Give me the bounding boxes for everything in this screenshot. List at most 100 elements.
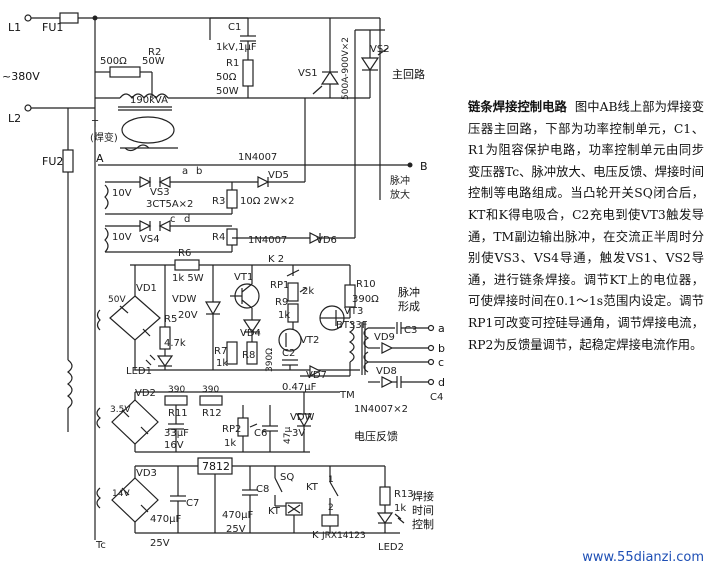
secondary-10v-b <box>104 227 109 253</box>
caption-title: 链条焊接控制电路 <box>468 99 567 114</box>
cam-switch-sq[interactable] <box>274 477 283 493</box>
label-bt33f: BT33F <box>336 320 368 331</box>
zener-vdw <box>204 301 222 316</box>
resistor-r3 <box>226 189 238 209</box>
label-10v-b: 10V <box>112 232 132 243</box>
resistor-r8 <box>246 341 258 365</box>
label-weld-transformer: (焊变) <box>90 131 118 144</box>
terminal-l1 <box>24 14 32 22</box>
label-vt1: VT1 <box>234 272 253 283</box>
label-vdw2: VDW <box>290 412 315 423</box>
thyristor-vs4-b <box>158 220 171 232</box>
label-voltage-feedback: 电压反馈 <box>354 430 398 443</box>
label-380v: ~380V <box>2 70 40 83</box>
label-main-loop: 主回路 <box>392 68 425 81</box>
label-vt3: VT3 <box>344 306 363 317</box>
transformer-primary-coil <box>119 93 169 99</box>
label-pulse-amp-1: 脉冲 <box>390 174 410 187</box>
label-10v-a: 10V <box>112 188 132 199</box>
label-1n4007x2: 1N4007×2 <box>354 404 408 415</box>
kt-contact <box>329 481 339 497</box>
diode-vd7 <box>309 365 322 377</box>
label-pulse-form-2: 形成 <box>398 300 420 313</box>
resistor-r7 <box>226 341 238 365</box>
voltage-feedback <box>96 391 340 453</box>
label-out-a: a <box>438 322 445 335</box>
led2-icon <box>376 512 394 525</box>
thyristor-vs1 <box>320 70 340 85</box>
label-vd5: VD5 <box>268 170 289 181</box>
label-3-5v: 3.5V <box>110 405 131 415</box>
label-l2: L2 <box>8 112 21 125</box>
label-k: K <box>312 530 319 541</box>
label-3ct5a: 3CT5A×2 <box>146 199 193 210</box>
weld-electrode-icon <box>121 116 175 144</box>
label-vdw: VDW <box>172 294 197 305</box>
resistor-r12 <box>199 395 223 406</box>
label-kt-contact: KT <box>306 482 319 493</box>
label-vs2: VS2 <box>370 44 390 55</box>
label-a: A <box>96 152 104 165</box>
label-weld-3: 控制 <box>412 517 434 531</box>
label-r3-val: 10Ω 2W×2 <box>240 196 295 207</box>
label-390-b: 390 <box>202 385 219 395</box>
label-r10-val: 390Ω <box>352 294 379 305</box>
label-7812: 7812 <box>202 460 230 473</box>
label-16v: 16V <box>164 440 184 451</box>
thyristor-vs4-a <box>139 220 152 232</box>
output-terminal-b <box>427 344 435 352</box>
output-terminal-d <box>427 378 435 386</box>
label-vs4: VS4 <box>140 234 160 245</box>
label-r12: R12 <box>202 408 222 419</box>
label-r1-ohm: 50Ω <box>216 72 237 83</box>
label-pulse-amp-2: 放大 <box>390 188 410 201</box>
diode-vd4 <box>242 319 262 334</box>
diode-vd6 <box>309 232 322 244</box>
label-c8: C8 <box>256 484 269 495</box>
label-r8: R8 <box>242 350 255 361</box>
label-c4: C4 <box>430 392 443 403</box>
label-ta: a <box>182 166 188 177</box>
label-c1: C1 <box>228 22 241 33</box>
transistor-vt2 <box>278 328 302 352</box>
label-r11: R11 <box>168 408 188 419</box>
label-r9: R9 <box>275 297 288 308</box>
label-r5-val: 4.7k <box>164 338 186 349</box>
label-r2: R2 <box>148 47 161 58</box>
label-c8-val: 470μF <box>222 510 253 521</box>
label-vs3: VS3 <box>150 187 170 198</box>
label-fu2: FU2 <box>42 155 63 168</box>
label-rp1: RP1 <box>270 280 289 291</box>
weld-time-control <box>96 457 405 534</box>
label-led1: LED1 <box>126 366 152 377</box>
label-pin-1: 1 <box>328 475 334 485</box>
diode-vd8 <box>381 376 394 388</box>
label-r1-w: 50W <box>216 86 239 97</box>
label-weld-1: 焊接 <box>412 489 434 503</box>
label-r7-val: 1k <box>216 358 228 369</box>
label-vd4: VD4 <box>240 328 261 339</box>
label-kt-coil: KT <box>268 506 281 517</box>
label-1n4007-a: 1N4007 <box>238 152 277 163</box>
label-weld-2: 时间 <box>412 504 434 517</box>
label-vt2: VT2 <box>300 335 319 346</box>
component-labels: L1 FU1 ~380V L2 FU2 R2 500Ω 50W C1 1kV,1… <box>2 21 445 553</box>
label-c2: C2 <box>282 348 295 359</box>
label-390-a: 390 <box>168 385 185 395</box>
label-sq: SQ <box>280 472 294 483</box>
label-t: T <box>91 119 99 130</box>
label-rp2-val: 1k <box>224 438 236 449</box>
label-r2-w: 50W <box>142 56 165 67</box>
label-pin-2: 2 <box>328 503 334 513</box>
terminal-l2 <box>24 104 32 112</box>
label-c5-val: 33μF <box>164 428 189 439</box>
resistor-r4 <box>226 228 238 246</box>
pulse-transformer-tm <box>348 321 355 363</box>
label-r6: R6 <box>178 248 191 259</box>
label-vd9: VD9 <box>374 332 395 343</box>
label-r13: R13 <box>394 489 414 500</box>
label-vd7: VD7 <box>306 370 327 381</box>
output-terminal-c <box>427 358 435 366</box>
thyristor-vs3-a <box>139 176 152 188</box>
label-td: d <box>184 214 190 225</box>
